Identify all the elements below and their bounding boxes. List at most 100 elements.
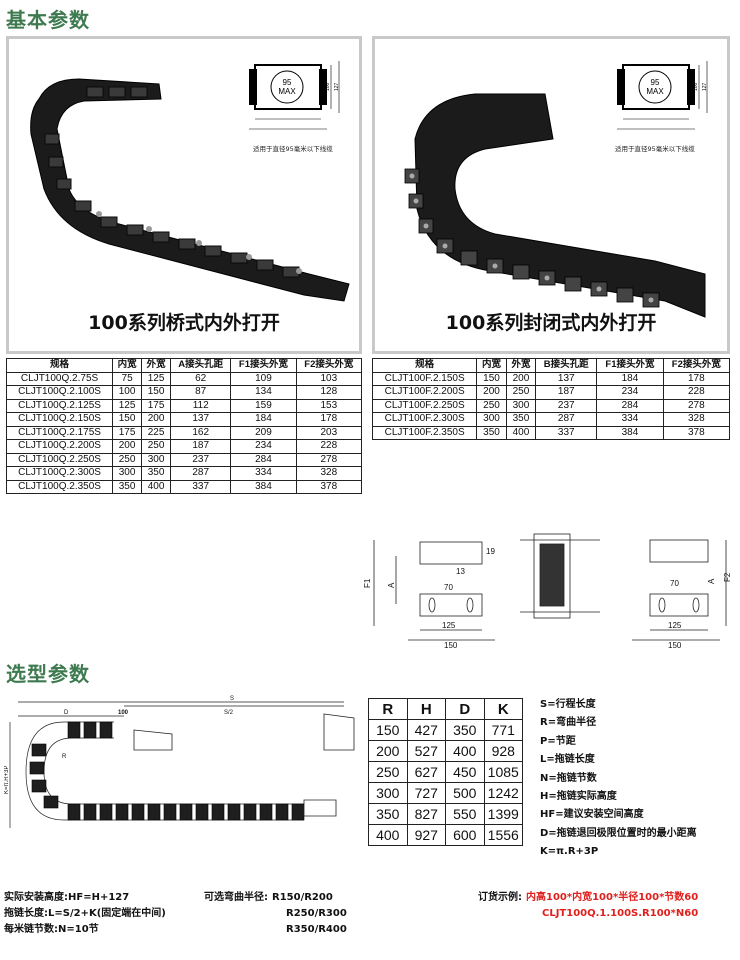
table-cell: 350 <box>141 466 172 481</box>
table-cell: CLJT100Q.2.200S <box>5 439 114 454</box>
column-header: F1接头外宽 <box>230 358 297 373</box>
table-cell: 334 <box>596 412 664 427</box>
table-cell: 228 <box>295 439 363 454</box>
table-cell: CLJT100Q.2.250S <box>5 452 114 467</box>
table-cell: 771 <box>483 719 523 741</box>
table-cell: 250 <box>141 439 172 454</box>
table-cell: 153 <box>295 398 363 413</box>
table-cell: 727 <box>406 782 446 804</box>
table-cell: 228 <box>662 385 731 400</box>
bracket-150-right-label: 150 <box>668 641 682 650</box>
table-cell: 125 <box>112 398 143 413</box>
table-cell: 1085 <box>483 761 523 783</box>
radius-option-2: R250/R300 <box>286 908 347 919</box>
table-cell: 328 <box>662 412 731 427</box>
chain-length-text: 拖链长度:L=S/2+K(固定端在中间) <box>4 908 166 919</box>
table-cell: 550 <box>445 803 485 825</box>
column-header: 规格 <box>5 358 114 373</box>
table-cell: 928 <box>483 740 523 762</box>
radius-label: 可选弯曲半径: <box>204 892 268 903</box>
table-cell: CLJT100Q.2.300S <box>5 466 114 481</box>
table-cell: 287 <box>535 412 598 427</box>
legend-item: P=节距 <box>540 735 576 747</box>
table-cell: 278 <box>662 398 731 413</box>
table-cell: 400 <box>368 824 408 846</box>
table-cell: CLJT100Q.2.75S <box>5 371 114 386</box>
bridge-max-label: MAX <box>278 87 296 96</box>
column-header: B接头孔距 <box>535 358 598 373</box>
table-cell: 350 <box>368 803 408 825</box>
table-cell: 378 <box>295 479 363 494</box>
table-cell: 400 <box>505 425 537 440</box>
table-cell: 150 <box>141 385 172 400</box>
column-header: D <box>445 698 485 720</box>
table-cell: 137 <box>170 412 232 427</box>
column-header: 外宽 <box>141 358 172 373</box>
column-header: F2接头外宽 <box>662 358 731 373</box>
bridge-dim-127: 127 <box>334 82 340 91</box>
table-cell: 200 <box>112 439 143 454</box>
legend-item: R=弯曲半径 <box>540 717 597 729</box>
install-height-text: 实际安装高度:HF=H+127 <box>4 892 130 903</box>
closed-type-panel: 95 MAX 100 127 适用于直径95毫米以下线缆 100系列封闭式内外打… <box>372 36 730 354</box>
table-cell: 350 <box>505 412 537 427</box>
bridge-panel-caption: 100系列桥式内外打开 <box>88 312 280 334</box>
closed-max-label: MAX <box>646 87 664 96</box>
table-cell: 237 <box>170 452 232 467</box>
bracket-a-right-label: A <box>707 578 716 584</box>
table-cell: 350 <box>112 479 143 494</box>
table-cell: 527 <box>406 740 446 762</box>
bracket-70-right-label: 70 <box>670 579 679 588</box>
legend-item: S=行程长度 <box>540 699 596 710</box>
diagram-s-label: S <box>230 696 234 702</box>
table-cell: 178 <box>295 412 363 427</box>
table-cell: 1242 <box>483 782 523 804</box>
table-cell: 200 <box>505 371 537 386</box>
table-cell: 112 <box>170 398 232 413</box>
table-cell: 162 <box>170 425 232 440</box>
table-cell: 150 <box>476 371 507 386</box>
diagram-100-label: 100 <box>118 710 129 716</box>
bridge-type-panel: 95 MAX 100 127 适用于直径95毫米以下线缆 100系列桥式内外打开 <box>6 36 362 354</box>
table-cell: 600 <box>445 824 485 846</box>
table-cell: 350 <box>476 425 507 440</box>
selection-params-title: 选型参数 <box>6 662 90 686</box>
table-cell: 100 <box>112 385 143 400</box>
column-header: 内宽 <box>476 358 507 373</box>
radius-notes: 可选弯曲半径:R150/R200 R250/R300 R350/R400 <box>204 890 347 938</box>
table-cell: 250 <box>368 761 408 783</box>
selection-diagram: S D 100 S/2 K=π.R+3P R <box>4 696 355 828</box>
basic-params-title: 基本参数 <box>6 8 90 32</box>
closed-panel-caption: 100系列封闭式内外打开 <box>445 312 657 334</box>
table-cell: 427 <box>406 719 446 741</box>
diagram-d-label: D <box>64 710 69 716</box>
column-header: H <box>406 698 446 720</box>
column-header: K <box>483 698 523 720</box>
table-cell: 200 <box>476 385 507 400</box>
table-cell: 1556 <box>483 824 523 846</box>
table-cell: CLJT100Q.2.350S <box>5 479 114 494</box>
table-cell: CLJT100F.2.350S <box>371 425 478 440</box>
table-cell: 384 <box>230 479 297 494</box>
table-cell: CLJT100Q.2.125S <box>5 398 114 413</box>
table-cell: 187 <box>170 439 232 454</box>
column-header: 内宽 <box>112 358 143 373</box>
bracket-drawings: F1 A 19 13 70 125 150 F2 A 70 125 150 <box>363 533 732 650</box>
table-cell: 75 <box>112 371 143 386</box>
table-cell: 150 <box>112 412 143 427</box>
table-cell: 450 <box>445 761 485 783</box>
column-header: 规格 <box>371 358 478 373</box>
